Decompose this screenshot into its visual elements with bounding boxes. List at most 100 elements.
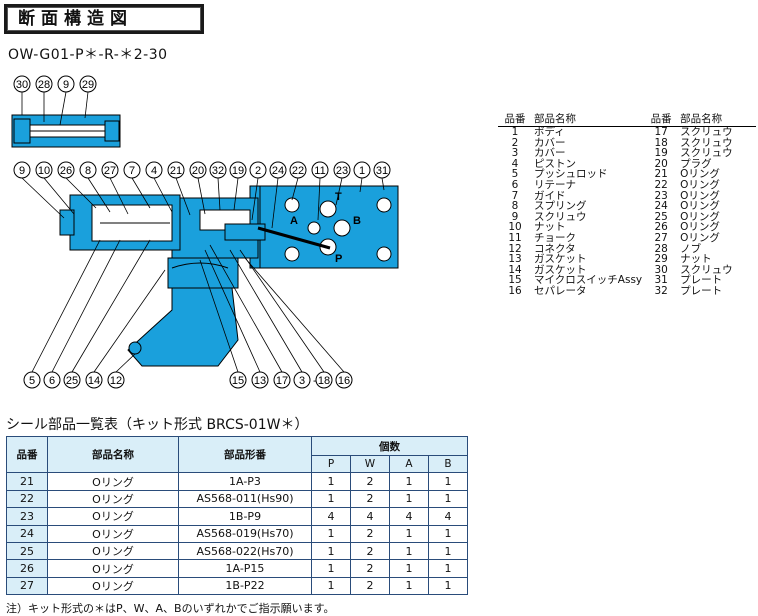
seal-code: AS568-011(Hs90) xyxy=(178,489,312,509)
footnote: 注）キット形式の＊はP、W、A、Bのいずれかでご指示願います。 xyxy=(6,602,335,615)
qty-W: 2 xyxy=(350,472,390,491)
part-number: 3 xyxy=(511,147,519,160)
part-name: ノブ xyxy=(680,242,702,255)
part-name: チョーク xyxy=(534,231,576,244)
part-number: 32 xyxy=(654,284,668,297)
part-number: 16 xyxy=(508,284,522,297)
qty-W: 4 xyxy=(350,507,390,526)
part-number: 6 xyxy=(511,178,519,191)
seal-no: 26 xyxy=(6,559,48,578)
part-name: コネクタ xyxy=(534,242,576,255)
callouts-top-row: 9 10 26 8 27 7 4 21 20 32 19 2 24 22 11 … xyxy=(13,161,391,179)
part-name: Oリング xyxy=(680,231,720,244)
callout: 9 xyxy=(19,165,25,177)
knob-assembly xyxy=(11,114,121,148)
qty-A: 1 xyxy=(389,576,429,596)
part-name: プレート xyxy=(680,274,723,287)
part-name: ナット xyxy=(680,253,712,266)
part-name: リテーナ xyxy=(534,178,576,191)
part-number: 13 xyxy=(508,253,522,266)
seal-code: 1A-P15 xyxy=(178,559,312,578)
qty-B: 1 xyxy=(428,559,468,578)
parts-header: 品番 部品名称 品番 部品名称 xyxy=(498,110,756,127)
callout: 22 xyxy=(292,165,304,177)
callout: 21 xyxy=(170,165,182,177)
microswitch xyxy=(127,257,239,367)
part-name: ナット xyxy=(534,221,566,234)
part-name: Oリング xyxy=(680,200,720,213)
header-name-1: 部品名称 xyxy=(532,110,645,127)
callout: 13 xyxy=(254,375,266,387)
seal-code: 1B-P9 xyxy=(178,507,312,526)
seal-header-A: A xyxy=(389,454,429,474)
qty-W: 2 xyxy=(350,541,390,561)
part-name: プラグ xyxy=(680,157,712,170)
qty-P: 1 xyxy=(311,541,351,561)
part-number: 18 xyxy=(654,136,668,149)
seal-header-W: W xyxy=(350,454,390,474)
part-name: ボディ xyxy=(534,126,565,138)
callouts-bottom-right: 15 13 17 3 - 18 16 xyxy=(229,371,353,389)
callout-28: 28 xyxy=(38,79,50,91)
port-B: B xyxy=(353,215,361,227)
callout: 23 xyxy=(336,165,348,177)
seal-no: 23 xyxy=(6,507,48,526)
callout: 6 xyxy=(49,375,55,387)
part-number: 1 xyxy=(511,126,519,138)
part-number: 15 xyxy=(508,274,522,287)
seal-no: 27 xyxy=(6,576,48,596)
part-name: カバー xyxy=(534,136,566,149)
part-number: 31 xyxy=(654,274,668,287)
part-number: 2 xyxy=(511,136,519,149)
callout: 26 xyxy=(60,165,72,177)
leader-lines xyxy=(21,91,385,373)
callout: 14 xyxy=(88,375,100,387)
part-number: 20 xyxy=(654,157,668,170)
callout: 5 xyxy=(29,375,35,387)
qty-P: 1 xyxy=(311,559,351,578)
part-name: Oリング xyxy=(680,168,720,181)
part-number: 22 xyxy=(654,178,668,191)
part-name: プッシュロッド xyxy=(534,168,608,181)
qty-A: 1 xyxy=(389,489,429,509)
qty-B: 1 xyxy=(428,472,468,491)
callout: 7 xyxy=(129,165,135,177)
port-labels: T A B P xyxy=(290,191,361,265)
part-number: 4 xyxy=(511,157,519,170)
part-name: カバー xyxy=(534,147,566,160)
seal-table-title: シール部品一覧表（キット形式 BRCS-01W＊） xyxy=(6,417,309,433)
port-A: A xyxy=(290,215,298,227)
qty-W: 2 xyxy=(350,489,390,509)
seal-name: Oリング xyxy=(47,576,179,596)
part-number: 19 xyxy=(654,147,668,160)
seal-no: 22 xyxy=(6,489,48,509)
seal-name: Oリング xyxy=(47,524,179,543)
part-name: Oリング xyxy=(680,210,720,223)
callout: 17 xyxy=(276,375,288,387)
callout: 2 xyxy=(255,165,261,177)
seal-no: 24 xyxy=(6,524,48,543)
qty-W: 2 xyxy=(350,559,390,578)
part-number: 9 xyxy=(511,210,519,223)
callout: 1 xyxy=(359,165,365,177)
callout: 24 xyxy=(272,165,284,177)
seal-header-qty: 個数 xyxy=(311,436,468,456)
seal-name: Oリング xyxy=(47,489,179,509)
qty-A: 1 xyxy=(389,541,429,561)
callout: 10 xyxy=(38,165,50,177)
seal-header-name: 部品名称 xyxy=(47,435,179,474)
part-number: 24 xyxy=(654,200,668,213)
callout: 18 xyxy=(318,375,330,387)
qty-W: 2 xyxy=(350,524,390,543)
